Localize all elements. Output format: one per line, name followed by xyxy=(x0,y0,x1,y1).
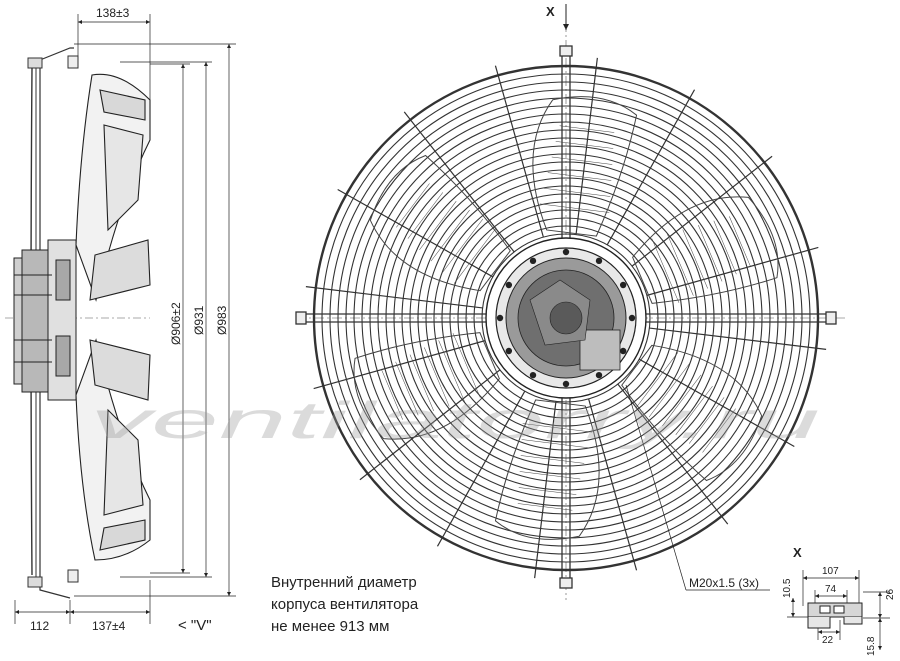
hub-bolt xyxy=(619,281,627,289)
guard-spoke xyxy=(436,390,526,547)
hub-bolt xyxy=(619,347,627,355)
note-line-1: Внутренний диаметр xyxy=(271,574,417,591)
blade-outline xyxy=(632,196,779,304)
guard-ring xyxy=(433,185,699,451)
guard-ring xyxy=(417,169,715,467)
blades-front xyxy=(353,96,779,540)
hub-bolt xyxy=(595,371,603,379)
guard-ring xyxy=(465,217,667,419)
guard-ring xyxy=(425,177,707,459)
dim-diameter-906: Ø906±2 xyxy=(169,302,183,345)
side-dimensions xyxy=(14,14,236,624)
dim-10-5: 10.5 xyxy=(782,578,793,598)
guard-ring xyxy=(329,81,803,555)
hub-bolt xyxy=(595,257,603,265)
blade-outline xyxy=(532,96,638,237)
dim-107: 107 xyxy=(822,566,839,577)
guard-spoke xyxy=(359,369,501,481)
guard-spoke xyxy=(494,65,544,238)
view-x-label: X xyxy=(546,4,555,19)
watermark: ventilatorry.ru xyxy=(90,392,820,450)
hub-bolt xyxy=(562,248,570,256)
guard-ring xyxy=(409,161,723,475)
guard-rings xyxy=(312,64,820,572)
side-view: 138±3 112 137±4 Ø906±2 Ø931 Ø983 < "V" xyxy=(5,6,236,634)
guard-spoke xyxy=(575,57,598,235)
hub-bolt xyxy=(505,281,513,289)
blades-side xyxy=(75,73,151,561)
bracket-detail xyxy=(807,602,863,629)
guard-spoke xyxy=(649,327,827,350)
blade-outline xyxy=(621,344,763,482)
hub-bolt xyxy=(505,347,513,355)
motor-hub-side xyxy=(13,239,77,401)
front-view: X M20x1.5 (3x) xyxy=(295,4,845,600)
blade-outline xyxy=(494,399,600,540)
detail-x: X 107 74 22 10.5 26 xyxy=(782,545,896,656)
hub-bolt xyxy=(562,380,570,388)
hub-bolts xyxy=(496,248,636,388)
dim-top-138: 138±3 xyxy=(96,6,130,20)
motor-hub-front xyxy=(485,237,647,399)
detail-x-label: X xyxy=(793,545,802,560)
guard-ring xyxy=(377,129,755,507)
dim-74: 74 xyxy=(825,584,837,595)
guard-spoke xyxy=(646,246,819,296)
guard-spokes xyxy=(305,57,827,579)
guard-ring xyxy=(353,105,779,531)
guard-ring xyxy=(369,121,763,515)
guard-spoke xyxy=(305,286,483,309)
hub-bolt xyxy=(628,314,636,322)
guard-ring xyxy=(361,113,771,523)
guard-ring xyxy=(481,233,651,403)
guard-ring xyxy=(401,153,731,483)
guard-ring xyxy=(473,225,659,411)
guard-spoke xyxy=(588,398,638,571)
blade-outline xyxy=(353,332,500,440)
dim-diameter-983: Ø983 xyxy=(215,305,229,335)
guard-spoke xyxy=(534,401,557,579)
blade-outline xyxy=(369,154,511,292)
note-line-3: не менее 913 мм xyxy=(271,618,390,635)
guard-spoke xyxy=(606,89,696,246)
guard-ring xyxy=(441,193,691,443)
dim-26: 26 xyxy=(885,588,896,600)
dim-diameter-931: Ø931 xyxy=(192,305,206,335)
guard-ring xyxy=(449,201,683,435)
thread-label: M20x1.5 (3x) xyxy=(689,576,759,590)
dim-22: 22 xyxy=(822,635,834,646)
guard-ring xyxy=(457,209,675,427)
hub-bolt xyxy=(496,314,504,322)
dim-bottom-112: 112 xyxy=(30,619,49,633)
guard-ring xyxy=(312,64,820,572)
note-line-2: корпуса вентилятора xyxy=(271,596,419,613)
dim-bottom-137: 137±4 xyxy=(92,619,126,633)
view-v-label: < "V" xyxy=(178,617,212,634)
guard-ring xyxy=(393,145,739,491)
guard-spoke xyxy=(313,340,486,390)
guard-ring xyxy=(321,73,811,563)
guard-spoke xyxy=(631,155,773,267)
hub-bolt xyxy=(529,371,537,379)
guard-ring xyxy=(385,137,747,499)
note-text: Внутренний диаметр корпуса вентилятора н… xyxy=(271,572,471,638)
guard-ring xyxy=(337,89,795,547)
dim-15-8: 15.8 xyxy=(866,636,877,656)
hub-bolt xyxy=(529,257,537,265)
guard-spoke xyxy=(638,358,795,448)
guard-spoke xyxy=(337,188,494,278)
